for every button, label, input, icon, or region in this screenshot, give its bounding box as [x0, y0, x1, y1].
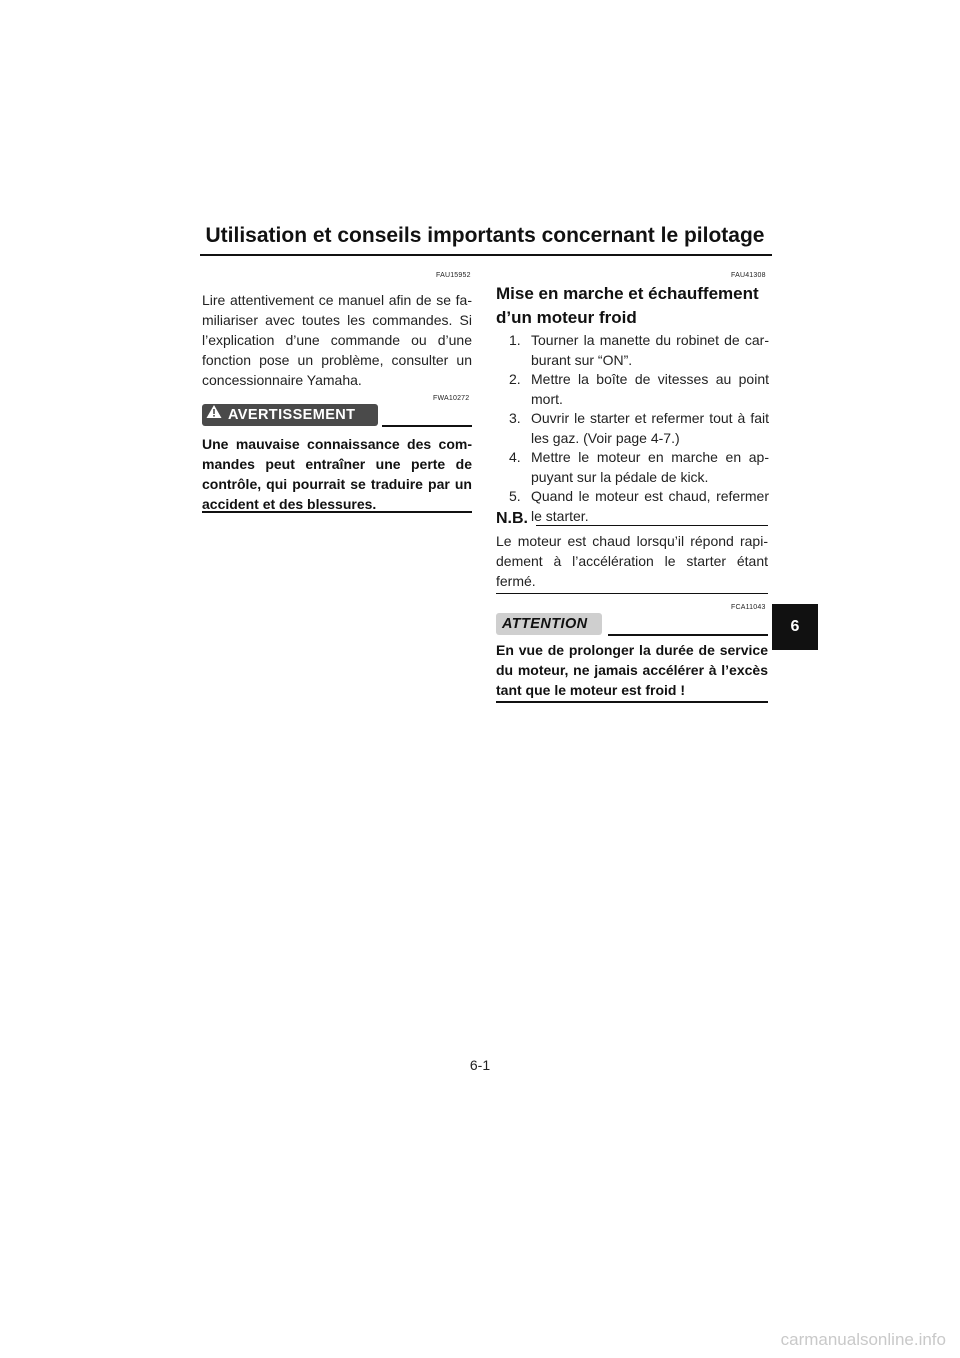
step-text: Mettre la boîte de vitesses au point [531, 371, 769, 387]
warning-badge: AVERTISSEMENT [202, 404, 378, 426]
warning-triangle-icon [206, 404, 222, 426]
intro-paragraph: Lire attentivement ce manuel afin de se … [202, 290, 472, 390]
intro-reference-code: FAU15952 [436, 272, 471, 279]
warning-reference-code: FWA10272 [433, 395, 470, 402]
intro-line: miliariser avec toutes les commandes. Si [202, 312, 472, 328]
step-text: puyant sur la pédale de kick. [531, 468, 709, 485]
title-rule [200, 254, 772, 256]
warning-line: Une mauvaise connaissance des com- [202, 436, 472, 452]
page-number: 6-1 [469, 1057, 491, 1073]
caution-reference-code: FCA11043 [731, 604, 766, 611]
warning-badge-rule [382, 425, 472, 427]
list-item: 3. Ouvrir le starter et refermer tout à … [509, 409, 769, 448]
caution-line: du moteur, ne jamais accélérer à l’excès [496, 662, 768, 678]
section-reference-code: FAU41308 [731, 272, 766, 279]
intro-line: concessionnaire Yamaha. [202, 372, 362, 388]
caution-badge-rule [608, 634, 768, 636]
step-number: 3. [509, 410, 521, 426]
page-title: Utilisation et conseils importants conce… [205, 224, 765, 247]
step-text: Tourner la manette du robinet de car- [531, 332, 769, 348]
step-text: mort. [531, 390, 563, 407]
step-text: Quand le moteur est chaud, refermer [531, 488, 769, 504]
step-text: le starter. [531, 507, 589, 524]
caution-badge: ATTENTION [496, 613, 602, 635]
caution-end-rule [496, 701, 768, 703]
step-text: burant sur “ON”. [531, 351, 633, 368]
list-item: 4. Mettre le moteur en marche en ap- puy… [509, 448, 769, 487]
step-number: 2. [509, 371, 521, 387]
intro-line: Lire attentivement ce manuel afin de se … [202, 292, 472, 308]
list-item: 5. Quand le moteur est chaud, refermer l… [509, 487, 769, 526]
section-heading-line: Mise en marche et échauffement [496, 284, 759, 303]
step-number: 5. [509, 488, 521, 504]
intro-line: l’explication d’une commande ou d’une [202, 332, 472, 348]
warning-text: Une mauvaise connaissance des com- mande… [202, 434, 472, 514]
warning-label: AVERTISSEMENT [228, 407, 356, 423]
step-number: 4. [509, 449, 521, 465]
list-item: 1. Tourner la manette du robinet de car-… [509, 331, 769, 370]
note-label: N.B. [496, 510, 528, 527]
chapter-tab: 6 [772, 604, 818, 650]
intro-line: fonction pose un problème, consulter un [202, 352, 472, 368]
note-line: fermé. [496, 573, 536, 589]
caution-line: En vue de prolonger la durée de service [496, 642, 768, 658]
list-item: 2. Mettre la boîte de vitesses au point … [509, 370, 769, 409]
step-text: les gaz. (Voir page 4-7.) [531, 429, 680, 446]
note-text: Le moteur est chaud lorsqu’il répond rap… [496, 531, 768, 591]
warning-line: contrôle, qui pourrait se traduire par u… [202, 476, 472, 492]
watermark: carmanualsonline.info [780, 1330, 946, 1349]
startup-steps-list: 1. Tourner la manette du robinet de car-… [509, 331, 769, 526]
note-label-rule [536, 525, 768, 526]
caution-label: ATTENTION [502, 616, 588, 632]
section-heading-line: d’un moteur froid [496, 308, 637, 327]
step-number: 1. [509, 332, 521, 348]
warning-line: accident et des blessures. [202, 496, 377, 512]
caution-line: tant que le moteur est froid ! [496, 682, 686, 698]
note-line: dement à l’accélération le starter étant [496, 553, 768, 569]
section-heading: Mise en marche et échauffement d’un mote… [496, 282, 771, 330]
note-end-rule [496, 593, 768, 594]
warning-line: mandes peut entraîner une perte de [202, 456, 472, 472]
note-line: Le moteur est chaud lorsqu’il répond rap… [496, 533, 768, 549]
step-text: Mettre le moteur en marche en ap- [531, 449, 769, 465]
step-text: Ouvrir le starter et refermer tout à fai… [531, 410, 769, 426]
caution-text: En vue de prolonger la durée de service … [496, 640, 768, 700]
warning-end-rule [202, 511, 472, 513]
